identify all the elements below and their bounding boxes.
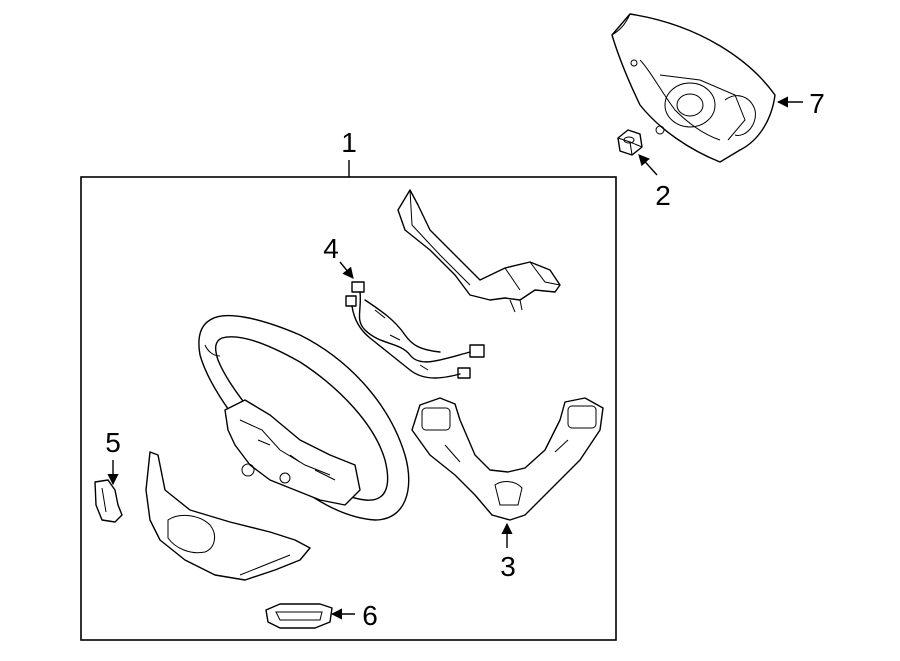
- leader-4: [339, 261, 354, 279]
- callout-5: 5: [105, 427, 121, 458]
- callout-3: 3: [500, 551, 516, 582]
- callout-6: 6: [362, 600, 378, 631]
- leader-2: [638, 154, 658, 176]
- callout-4: 4: [323, 233, 339, 264]
- callout-2: 2: [655, 180, 671, 211]
- wiring-harness: [345, 281, 485, 379]
- steering-wheel: [198, 314, 410, 521]
- switch-bezel: [411, 397, 604, 521]
- callout-1: 1: [341, 127, 357, 158]
- lower-cover: [145, 451, 311, 581]
- column-cover: [397, 189, 561, 313]
- callout-7: 7: [809, 88, 825, 119]
- nut: [617, 129, 643, 156]
- clip: [94, 479, 123, 523]
- airbag-module: [611, 13, 776, 163]
- trim-piece: [265, 603, 333, 629]
